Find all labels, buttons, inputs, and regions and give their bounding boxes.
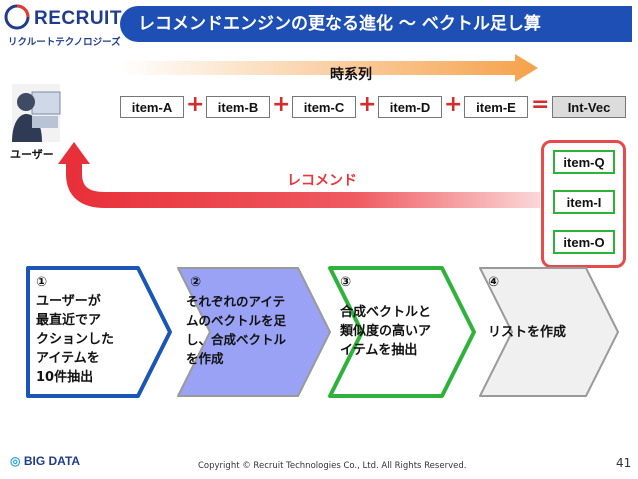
step-2-shape xyxy=(177,267,331,397)
plus-sign: + xyxy=(444,92,463,117)
item-box-d: item-D xyxy=(378,96,442,118)
step-3-shape xyxy=(328,266,476,398)
recommended-item-i: item-I xyxy=(553,190,615,214)
page-title: レコメンドエンジンの更なる進化 ～ ベクトル足し算 xyxy=(120,6,632,42)
plus-sign: + xyxy=(358,92,377,117)
big-data-logo-icon: ◎ xyxy=(10,454,21,468)
step-4-number: ④ xyxy=(488,275,500,290)
item-box-e: item-E xyxy=(464,96,528,118)
int-vec-box: Int-Vec xyxy=(552,96,626,118)
equals-sign: = xyxy=(531,92,550,117)
step-3-line: イテムを抽出 xyxy=(340,343,418,358)
recruit-logo-icon xyxy=(4,4,30,30)
step-1-line: アイテムを xyxy=(36,351,100,366)
copyright-text: Copyright © Recruit Technologies Co., Lt… xyxy=(198,461,467,471)
logo-subtext: リクルートテクノロジーズ xyxy=(8,37,121,48)
step-1-line: 10件抽出 xyxy=(36,370,94,385)
timeline-label: 時系列 xyxy=(330,67,372,83)
recommended-item-o: item-O xyxy=(553,230,615,254)
item-box-b: item-B xyxy=(206,96,270,118)
step-1-line: ユーザーが xyxy=(36,294,101,309)
step-2-line: し、合成ベクトル xyxy=(186,332,287,347)
item-box-c: item-C xyxy=(292,96,356,118)
step-1-line: クションした xyxy=(36,332,115,347)
recommend-label: レコメンド xyxy=(287,173,357,189)
process-steps xyxy=(26,266,619,398)
step-2-line: を作成 xyxy=(186,351,224,366)
step-4-line: リストを作成 xyxy=(488,325,567,340)
step-3-line: 類似度の高いア xyxy=(340,324,432,339)
step-1-number: ① xyxy=(36,275,48,290)
timeline-arrow xyxy=(120,54,538,82)
page-number: 41 xyxy=(616,456,632,470)
step-2-line: それぞれのアイテ xyxy=(186,294,286,309)
logo-text: RECRUIT xyxy=(34,8,122,29)
plus-sign: + xyxy=(272,92,291,117)
step-3-line: 合成ベクトルと xyxy=(340,305,432,320)
plus-sign: + xyxy=(186,92,205,117)
recommend-arrow xyxy=(58,142,540,208)
user-avatar-icon xyxy=(12,84,61,142)
user-label: ユーザー xyxy=(10,148,54,161)
big-data-logo-text: BIG DATA xyxy=(23,454,81,468)
step-1-shape xyxy=(26,266,172,398)
recruit-logo: RECRUIT リクルートテクノロジーズ xyxy=(4,4,121,52)
step-4-shape xyxy=(479,267,619,397)
step-1-line: 最直近でア xyxy=(36,313,102,328)
step-3-number: ③ xyxy=(340,275,352,290)
step-2-number: ② xyxy=(190,275,202,290)
item-box-a: item-A xyxy=(120,96,184,118)
big-data-logo: ◎ BIG DATA xyxy=(10,454,80,468)
recommended-item-q: item-Q xyxy=(553,150,615,174)
step-2-line: ムのベクトルを足 xyxy=(186,313,287,328)
